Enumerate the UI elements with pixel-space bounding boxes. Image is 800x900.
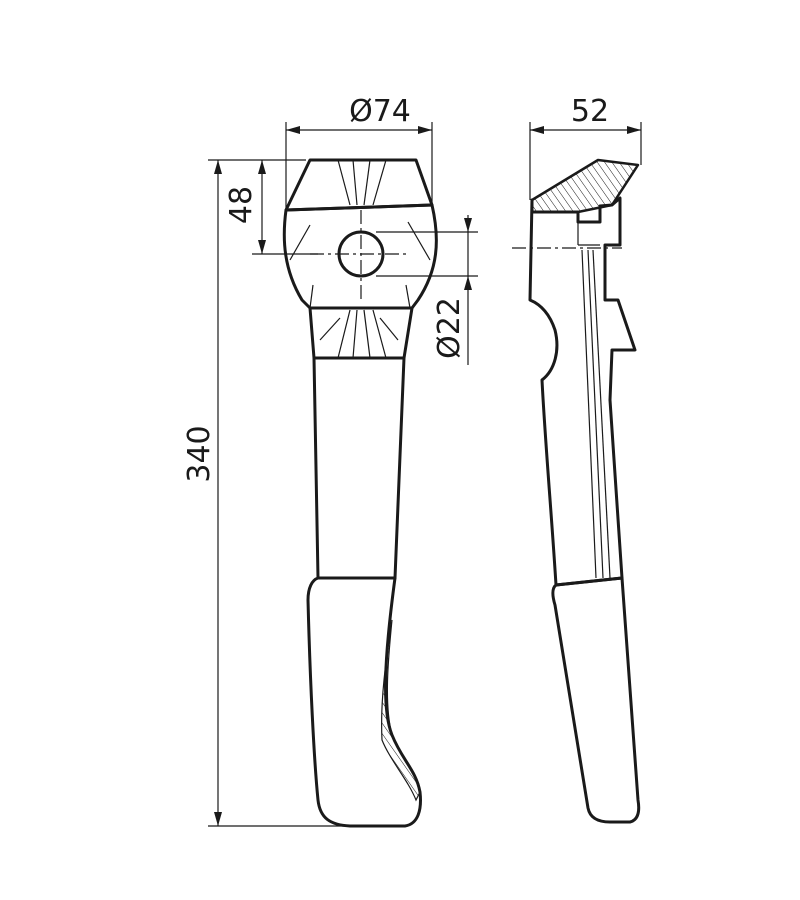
side-view: [512, 158, 641, 824]
side-width-dimension: 52: [571, 94, 609, 129]
head-top-outline: [284, 158, 434, 212]
head-facets: [289, 159, 431, 359]
head-height-dimension: 48: [224, 186, 259, 224]
head-band-outline: [282, 203, 438, 310]
grip-outline: [306, 576, 422, 828]
side-body-outline: [528, 196, 637, 587]
bore-diameter-dimension: Ø22: [432, 297, 467, 359]
head-diameter-dimension: Ø74: [349, 94, 411, 129]
head-lower-outline: [308, 306, 414, 360]
dimensions: 340 48 Ø74 Ø22 52: [182, 94, 642, 827]
side-jaw: [530, 158, 640, 214]
front-view: [282, 158, 438, 828]
length-dimension: 340: [182, 425, 217, 482]
shaft-outline: [312, 356, 406, 580]
grip-hatch: [381, 619, 421, 802]
side-grip-outline: [551, 576, 641, 824]
